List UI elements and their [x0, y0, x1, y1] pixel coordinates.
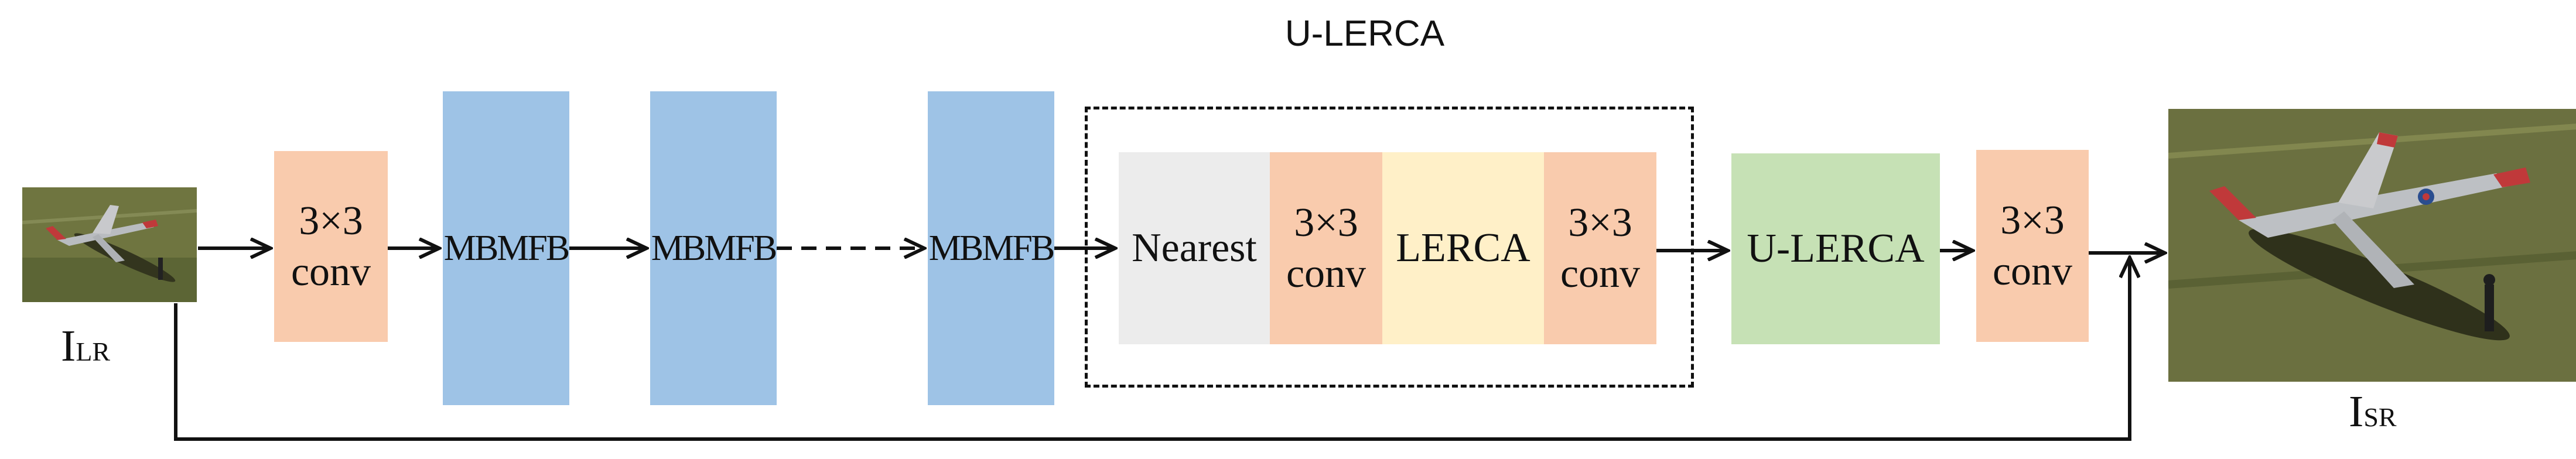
mbmfb-block-2-label: MBMFB — [651, 228, 777, 268]
output-label: ISR — [2349, 386, 2397, 437]
conv-block-4-line1: 3×3 — [2000, 197, 2065, 243]
input-label-sub: LR — [76, 337, 111, 366]
mbmfb-block-2: MBMFB — [650, 91, 777, 405]
conv-block-4: 3×3 conv — [1976, 150, 2089, 342]
conv-block-2-line1: 3×3 — [1294, 200, 1358, 245]
nearest-upsample-block: Nearest — [1119, 152, 1270, 344]
mbmfb-block-3: MBMFB — [928, 91, 1055, 405]
ulerca-label: U-LERCA — [1747, 226, 1925, 271]
output-image — [2168, 109, 2576, 382]
input-label: ILR — [61, 321, 110, 372]
input-image — [22, 187, 197, 302]
conv-block-3: 3×3 conv — [1544, 152, 1656, 344]
skip-connection — [174, 258, 2130, 441]
lerca-label: LERCA — [1396, 225, 1530, 270]
mbmfb-block-3-label: MBMFB — [928, 228, 1055, 268]
conv-block-3-line2: conv — [1560, 251, 1641, 296]
conv-block-2-line2: conv — [1286, 251, 1366, 296]
input-label-main: I — [61, 321, 76, 371]
diagram-title: U-LERCA — [1284, 13, 1445, 54]
conv-block-2: 3×3 conv — [1270, 152, 1382, 344]
lerca-block: LERCA — [1382, 152, 1544, 344]
output-label-main: I — [2349, 387, 2364, 436]
mbmfb-block-1: MBMFB — [443, 91, 570, 405]
conv-block-3-line1: 3×3 — [1568, 200, 1632, 245]
mbmfb-block-1-label: MBMFB — [443, 228, 570, 268]
conv-block-4-line2: conv — [1992, 249, 2073, 294]
nearest-label: Nearest — [1132, 225, 1257, 270]
conv-block-1-line1: 3×3 — [299, 198, 363, 244]
conv-block-1: 3×3 conv — [274, 151, 388, 342]
output-label-sub: SR — [2363, 402, 2397, 432]
ulerca-block: U-LERCA — [1731, 153, 1940, 344]
conv-block-1-line2: conv — [291, 249, 371, 294]
